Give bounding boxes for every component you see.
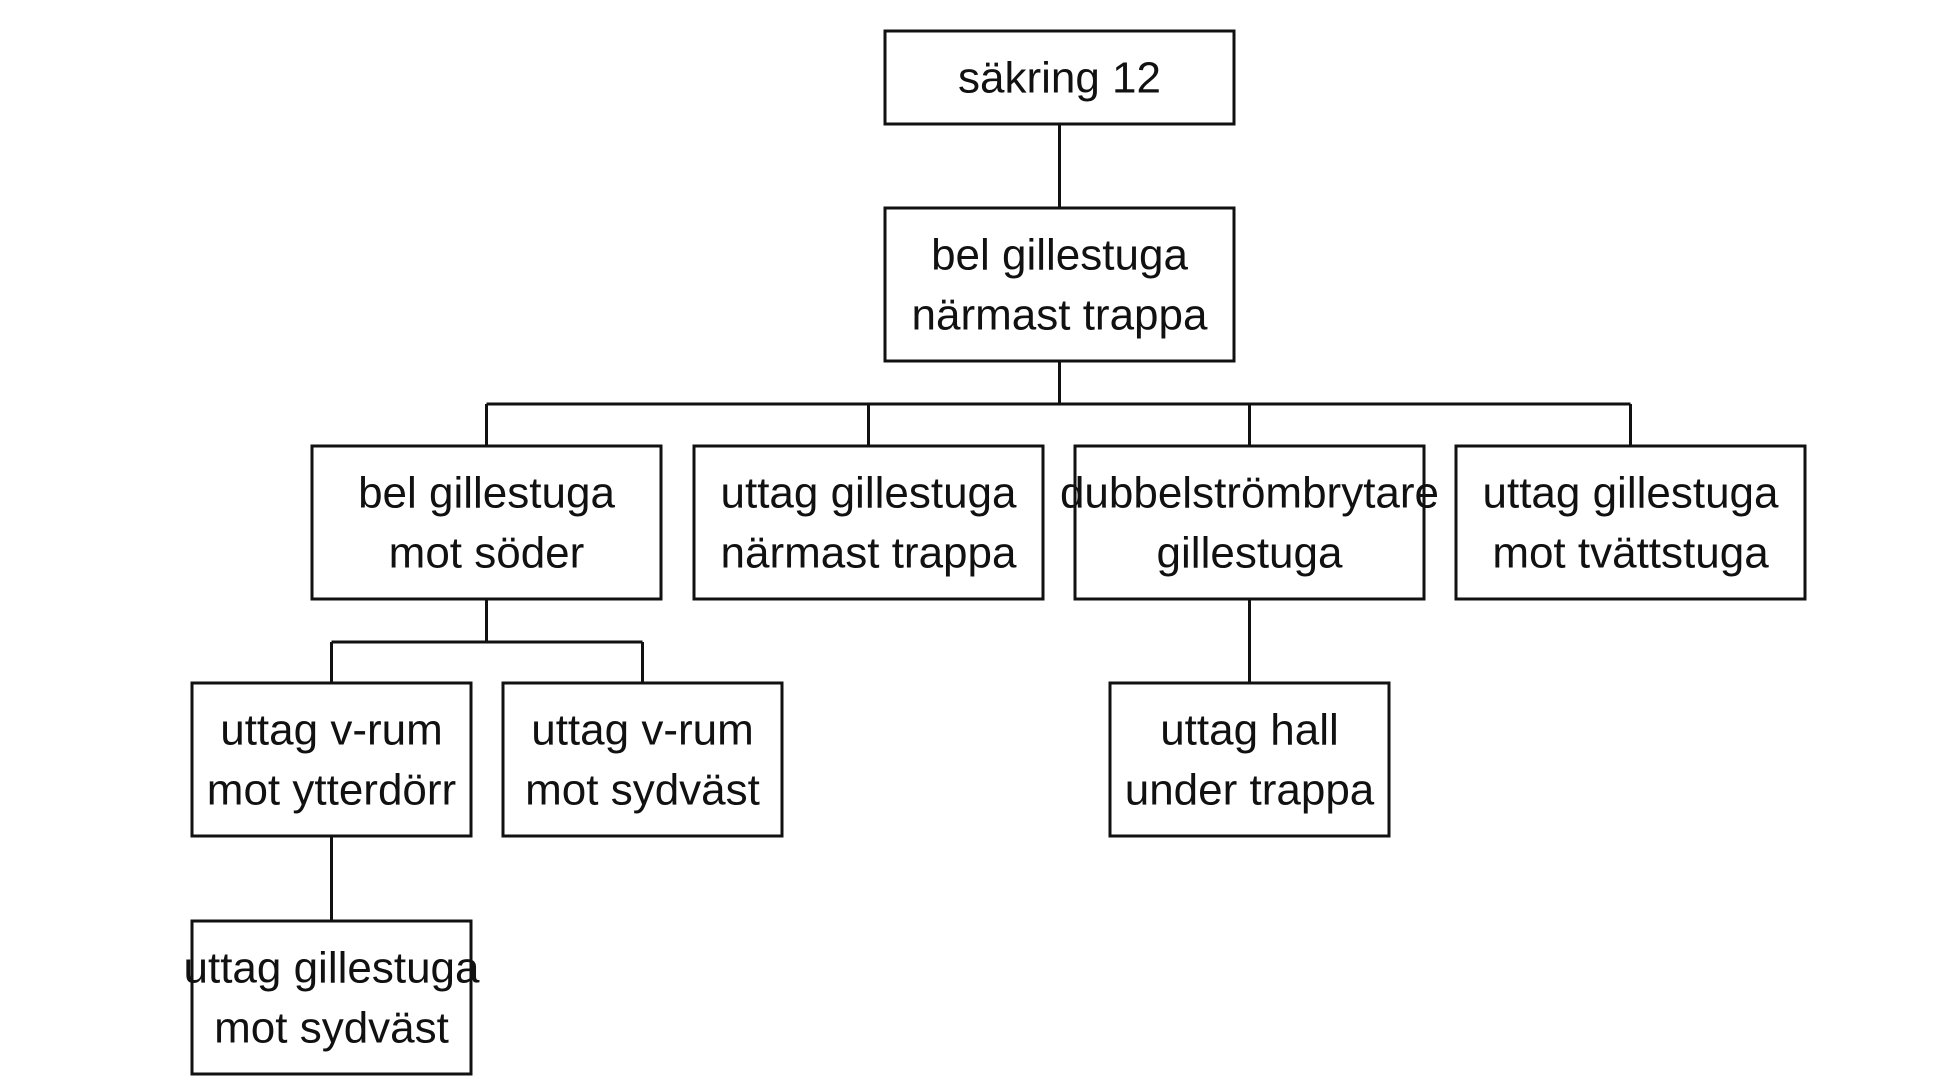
node-label-line: närmast trappa [912,291,1208,340]
node-box [692,444,1045,601]
node-label-line: uttag gillestuga [1483,469,1780,518]
node-n7: uttag v-rum mot ytterdörr [190,681,473,838]
node-n2: bel gillestuga närmast trappa [883,206,1236,363]
node-box [883,206,1236,363]
node-label-line: mot ytterdörr [207,766,456,815]
node-label-line: bel gillestuga [931,231,1188,280]
node-box [190,681,473,838]
node-label-line: mot tvättstuga [1492,529,1769,578]
node-box [1073,444,1426,601]
node-label-line: uttag v-rum [531,706,754,755]
node-n10: uttag gillestuga mot sydväst [184,919,481,1076]
node-label-line: mot sydväst [214,1004,449,1053]
node-box [501,681,784,838]
node-n6: uttag gillestuga mot tvättstuga [1454,444,1807,601]
node-n3: bel gillestuga mot söder [310,444,663,601]
node-box [1454,444,1807,601]
node-n4: uttag gillestuga närmast trappa [692,444,1045,601]
node-label-line: mot sydväst [525,766,760,815]
node-box [1108,681,1391,838]
node-n9: uttag hall under trappa [1108,681,1391,838]
node-label-line: uttag gillestuga [184,944,481,993]
node-label-line: närmast trappa [721,529,1017,578]
node-box [883,29,1236,126]
node-label-line: under trappa [1125,766,1375,815]
node-box [310,444,663,601]
node-box [190,919,473,1076]
node-n8: uttag v-rum mot sydväst [501,681,784,838]
node-label-line: uttag gillestuga [721,469,1018,518]
node-n5: dubbelströmbrytare gillestuga [1060,444,1439,601]
node-label-line: uttag v-rum [220,706,443,755]
node-label-line: bel gillestuga [358,469,615,518]
connector-lines [330,124,1632,921]
node-label-line: säkring 12 [958,54,1161,103]
node-label-line: gillestuga [1157,529,1343,578]
node-label-line: uttag hall [1160,706,1339,755]
node-n1: säkring 12 [883,29,1236,126]
node-label-line: dubbelströmbrytare [1060,469,1439,518]
node-label-line: mot söder [389,529,585,578]
